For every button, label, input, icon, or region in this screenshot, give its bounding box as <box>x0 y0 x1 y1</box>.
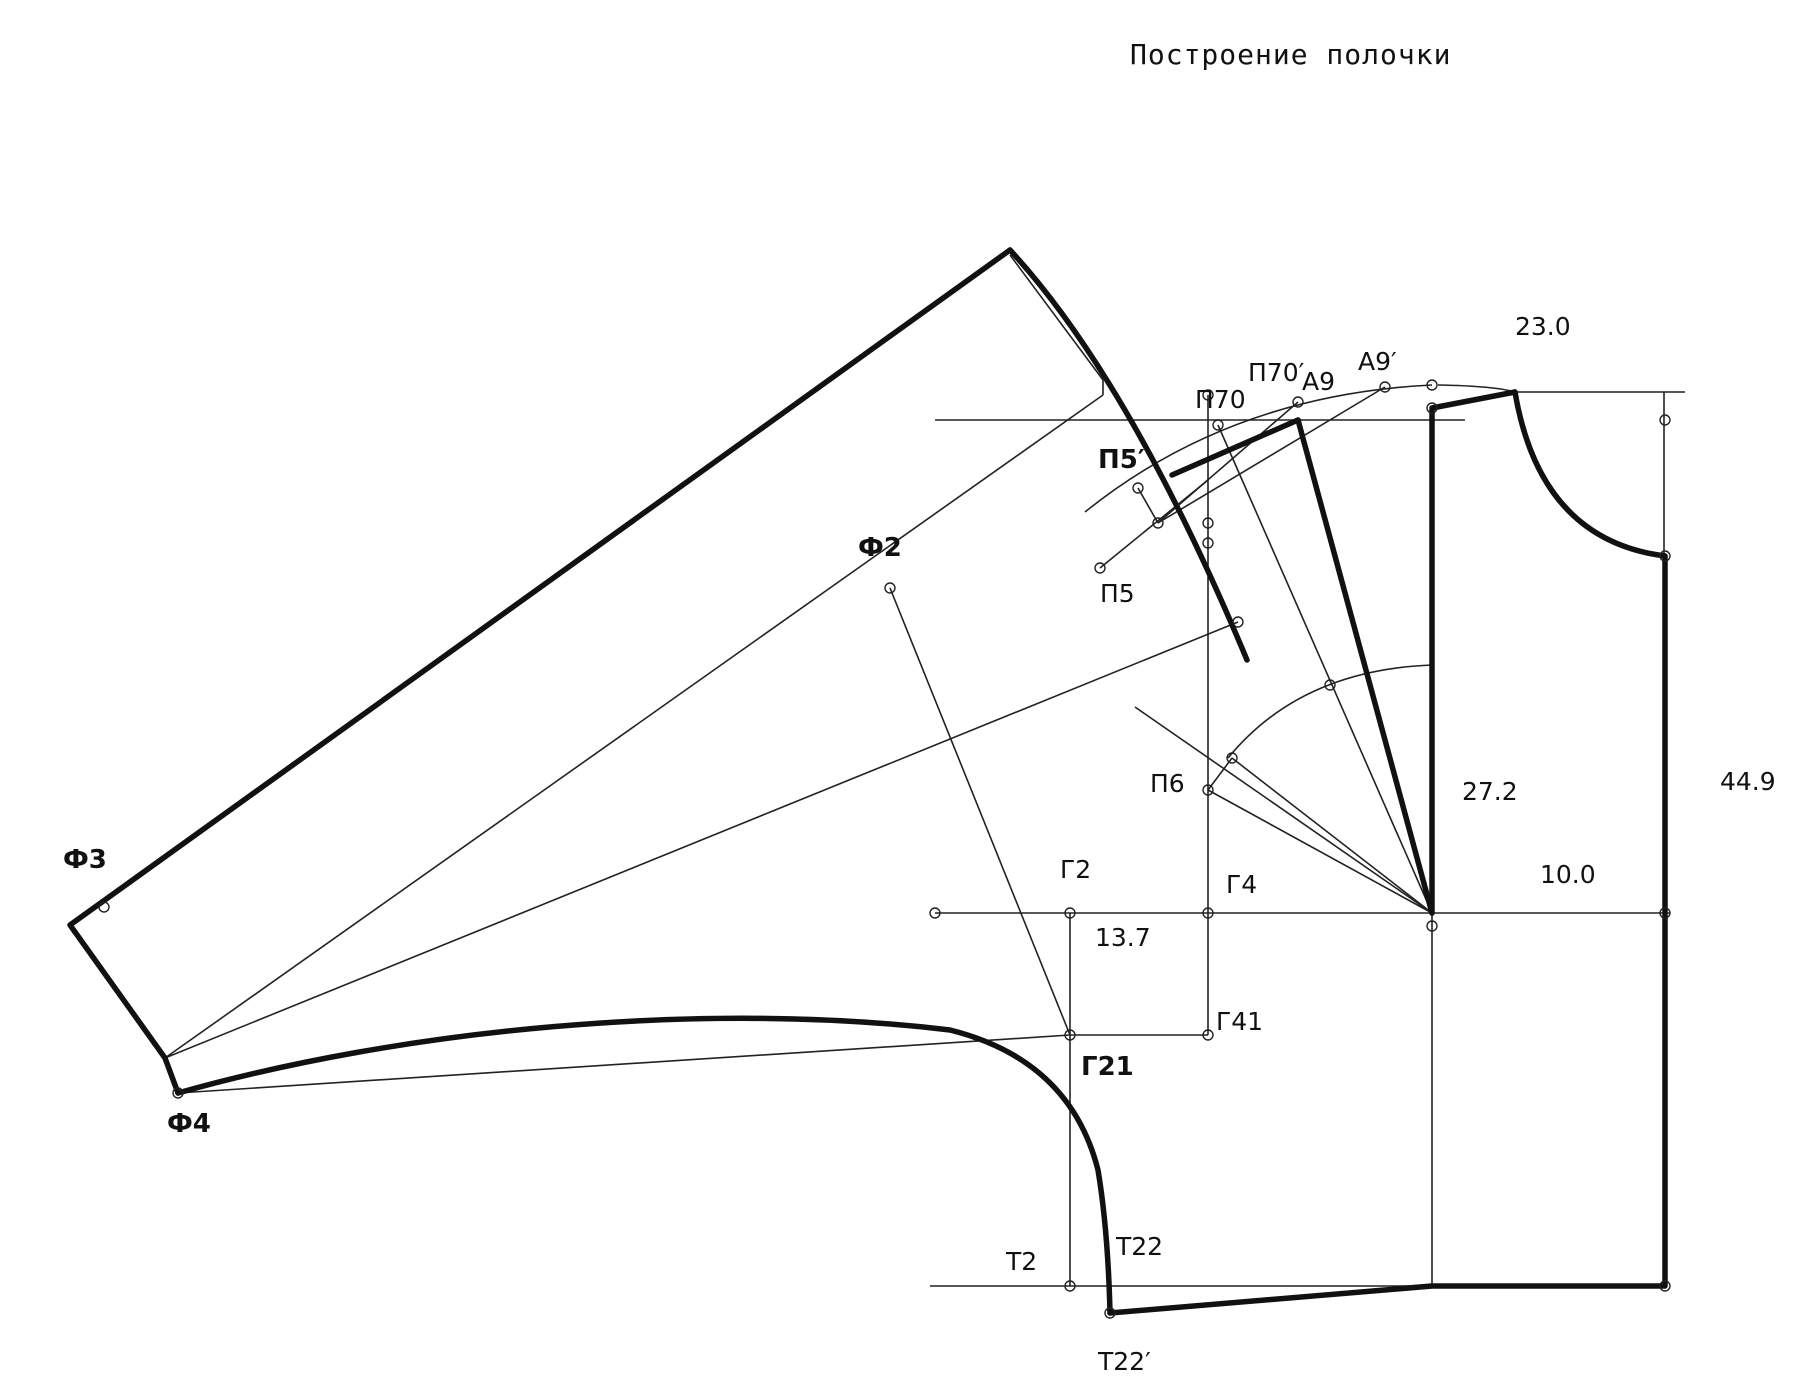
sleeve-underarm-side-seam <box>175 1015 1113 1316</box>
dimension-labels: 23.0 27.2 44.9 10.0 13.7 <box>1095 312 1776 952</box>
sleeve-head-tick <box>1009 254 1104 381</box>
label-f3: Ф3 <box>63 845 107 875</box>
marker-a9prime <box>1379 381 1391 393</box>
label-p5: П5 <box>1100 579 1135 608</box>
marker-a9 <box>1292 396 1304 408</box>
marker-p-mid <box>1202 537 1214 549</box>
marker-p-upper <box>1202 517 1214 529</box>
sleeve-cap-curve <box>1007 247 1250 663</box>
marker-g41 <box>1202 1029 1214 1041</box>
marker-p70 <box>1202 389 1214 401</box>
label-p5prime: П5′ <box>1098 445 1145 475</box>
label-p6: П6 <box>1150 769 1185 798</box>
marker-front-chest <box>1659 907 1671 919</box>
label-g21: Г21 <box>1081 1052 1134 1082</box>
sleeve-diagonal <box>164 621 1239 1059</box>
label-p70: П70 <box>1195 385 1246 414</box>
hem-and-center-front <box>1107 553 1668 1316</box>
dart-line <box>1295 417 1435 916</box>
f2-to-g21 <box>889 587 1071 1036</box>
label-g41: Г41 <box>1216 1007 1263 1036</box>
marker-chest-center <box>1426 920 1438 932</box>
dim-chest-width: 10.0 <box>1540 860 1596 889</box>
marker-t22prime <box>1104 1307 1116 1319</box>
point-markers <box>98 379 1671 1319</box>
label-a9: А9 <box>1302 367 1335 396</box>
marker-neck-top <box>1426 379 1438 391</box>
label-f2: Ф2 <box>858 533 902 563</box>
dim-armhole-width: 13.7 <box>1095 923 1151 952</box>
marker-chest-start <box>929 907 941 919</box>
dim-front-length: 44.9 <box>1720 767 1776 796</box>
label-p70prime: П70′ <box>1248 358 1305 387</box>
chest-to-p70 <box>1217 424 1433 914</box>
marker-front-top <box>1659 414 1671 426</box>
chest-to-p6b <box>1231 757 1433 914</box>
marker-f4 <box>172 1087 184 1099</box>
marker-t2 <box>1064 1280 1076 1292</box>
label-g2: Г2 <box>1060 855 1091 884</box>
construction-lines <box>164 254 1685 1287</box>
marker-f3 <box>98 901 110 913</box>
marker-p5 <box>1094 562 1106 574</box>
armhole-arc <box>1227 664 1433 759</box>
sleeve-outline <box>67 247 1013 1096</box>
label-t2: Т2 <box>1005 1247 1037 1276</box>
marker-front-hem <box>1659 1280 1671 1292</box>
shoulder-arc <box>1084 384 1433 513</box>
p5-small <box>1137 487 1159 524</box>
dim-armhole-depth: 27.2 <box>1462 777 1518 806</box>
p5-to-a9 <box>1157 401 1299 524</box>
marker-neck-bottom <box>1659 550 1671 562</box>
shoulder-seam <box>1169 417 1301 478</box>
chest-to-arc <box>1134 706 1433 914</box>
marker-p5-small <box>1132 482 1144 494</box>
sleeve-hem-line <box>177 1034 1071 1094</box>
marker-p5-mid <box>1152 517 1164 529</box>
p6-tick <box>1207 757 1233 791</box>
dim-neck-width: 23.0 <box>1515 312 1571 341</box>
marker-p6 <box>1202 784 1214 796</box>
drawing-title: Построение полочки <box>1130 38 1452 71</box>
marker-g21 <box>1064 1029 1076 1041</box>
marker-neck-corner <box>1426 402 1438 414</box>
neck-shoulder-corner <box>1429 389 1518 916</box>
neck-top-arc <box>1437 384 1516 393</box>
chest-to-p6 <box>1207 789 1433 914</box>
marker-arc-dart <box>1324 679 1336 691</box>
marker-g2 <box>1064 907 1076 919</box>
marker-g4 <box>1202 907 1214 919</box>
marker-p6b <box>1226 752 1238 764</box>
label-g4: Г4 <box>1226 870 1257 899</box>
marker-cap-mid <box>1232 616 1244 628</box>
pattern-outline <box>67 247 1668 1316</box>
marker-p70-low <box>1212 419 1224 431</box>
label-t22: Т22 <box>1115 1232 1163 1261</box>
label-t22prime: Т22′ <box>1097 1347 1151 1376</box>
label-a9prime: А9′ <box>1358 347 1397 376</box>
sleeve-axis <box>164 394 1104 1059</box>
neckline-curve <box>1512 389 1668 559</box>
point-labels: Ф3 Ф2 Ф4 П5′ П5 П70 П70′ А9 А9′ П6 Г2 Г4… <box>63 347 1397 1376</box>
p5-to-a9prime <box>1157 386 1386 524</box>
marker-f2 <box>884 582 896 594</box>
label-f4: Ф4 <box>167 1109 211 1139</box>
